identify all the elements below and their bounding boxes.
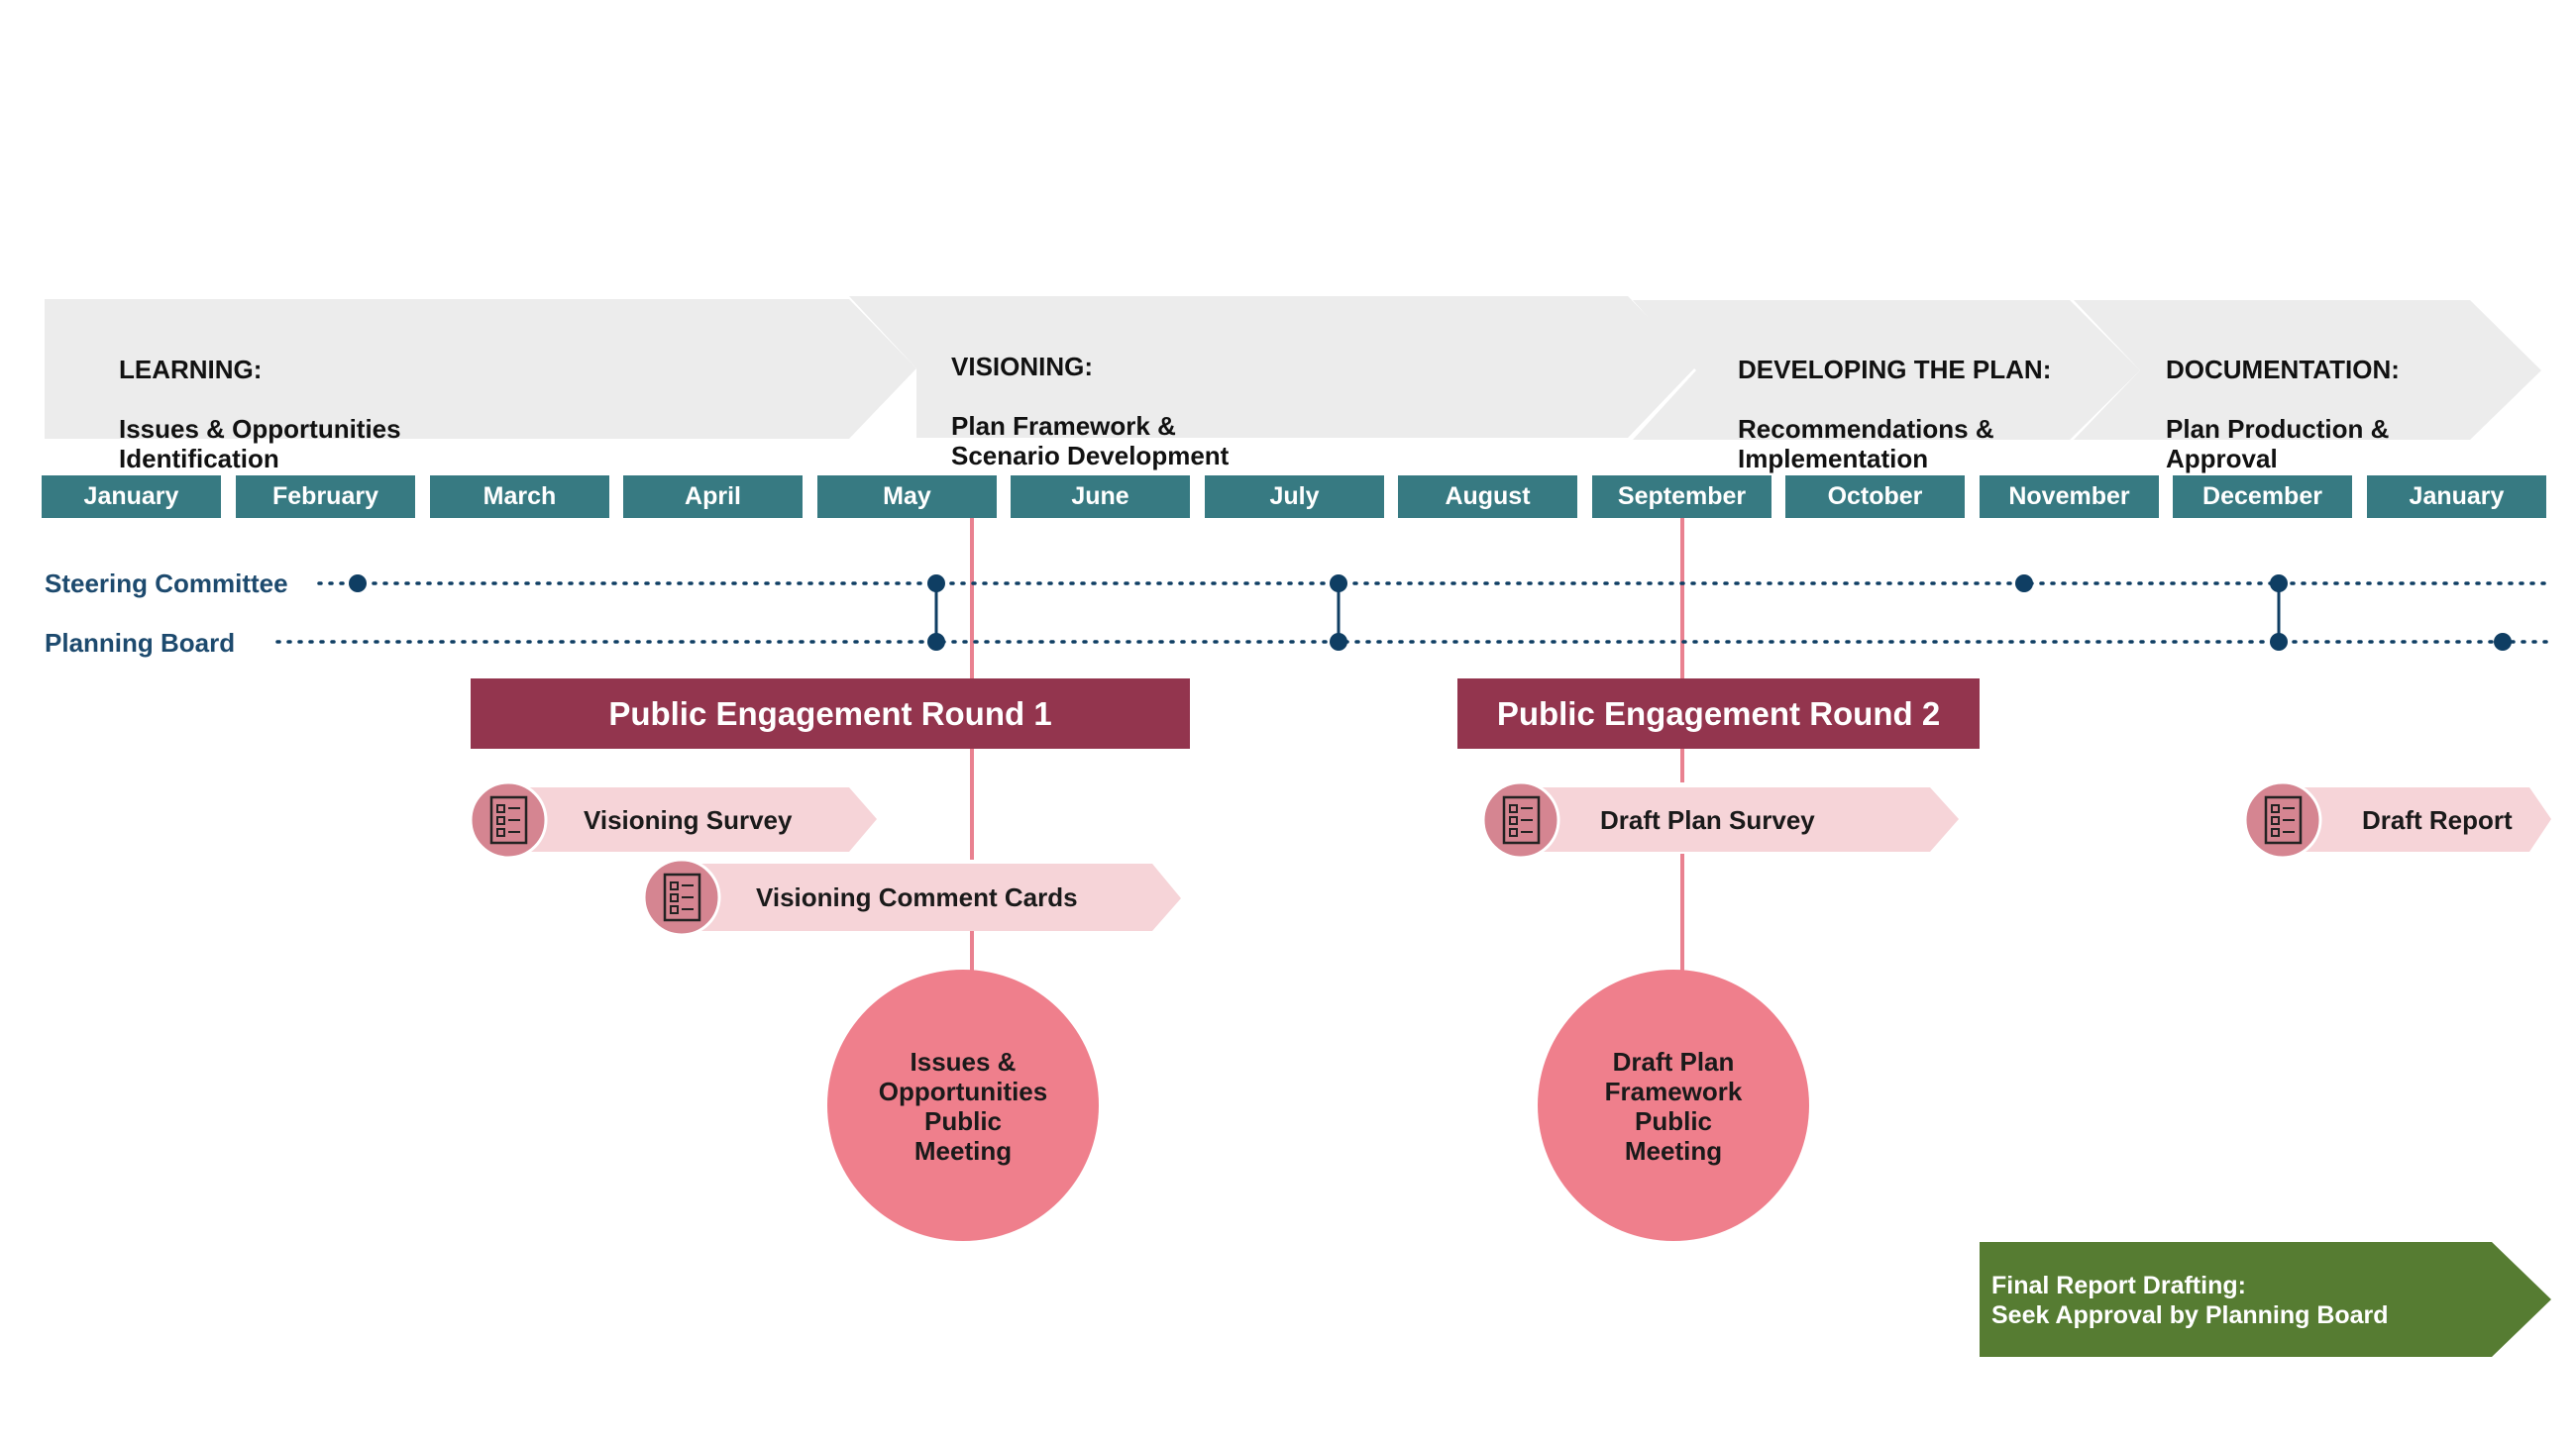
public-meeting-1-label: Issues & Opportunities Public Meeting (878, 1047, 1048, 1166)
draft-report-arrow (2285, 787, 2551, 852)
month-label: February (236, 475, 415, 518)
draft-plan-survey-arrow (1521, 787, 1959, 852)
draft-report-label: Draft Report (2362, 805, 2513, 835)
phase-title: LEARNING: (119, 355, 263, 384)
month-label: October (1785, 475, 1965, 518)
public-meeting-circle (827, 970, 1099, 1241)
visioning-survey-arrow (509, 787, 877, 852)
month-label: January (42, 475, 221, 518)
phase-title: VISIONING: (951, 352, 1094, 381)
month-label: July (1205, 475, 1384, 518)
survey-form-icon (1481, 780, 1560, 860)
phase-documentation: DOCUMENTATION: Plan Production & Approva… (2166, 325, 2400, 503)
month-label: November (1980, 475, 2159, 518)
planning-meeting-dot (2494, 633, 2512, 651)
phase-subtitle: Plan Framework & Scenario Development (951, 411, 1230, 470)
survey-form-icon (642, 858, 721, 937)
month-label: September (1592, 475, 1771, 518)
engagement-round-2-header: Public Engagement Round 2 (1457, 678, 1980, 749)
phase-visioning: VISIONING: Plan Framework & Scenario Dev… (951, 322, 1229, 500)
steering-meeting-dot (2270, 574, 2288, 592)
survey-form-icon (469, 780, 548, 860)
phase-chevron-developing (1633, 300, 2140, 440)
visioning-comment-cards-label: Visioning Comment Cards (756, 882, 1078, 912)
phase-learning: LEARNING: Issues & Opportunities Identif… (119, 325, 401, 503)
planning-meeting-dot (1330, 633, 1347, 651)
month-label: April (623, 475, 803, 518)
phase-developing: DEVELOPING THE PLAN: Recommendations & I… (1738, 325, 2051, 503)
month-label: June (1011, 475, 1190, 518)
phase-subtitle: Issues & Opportunities Identification (119, 414, 401, 473)
public-meeting-circle (1538, 970, 1809, 1241)
steering-meeting-dot (349, 574, 367, 592)
planning-meeting-dot (927, 633, 945, 651)
phase-chevron-visioning (849, 296, 1696, 438)
public-meeting-2-label: Draft Plan Framework Public Meeting (1604, 1047, 1743, 1166)
final-report-label: Final Report Drafting: Seek Approval by … (1991, 1272, 2389, 1329)
month-label: January (2367, 475, 2546, 518)
steering-meeting-dot (927, 574, 945, 592)
survey-form-icon (2243, 780, 2322, 860)
comment-cards-arrow (681, 864, 1181, 931)
row-label-planning-board: Planning Board (45, 628, 236, 658)
draft-plan-survey-label: Draft Plan Survey (1600, 805, 1815, 835)
engagement-round-1-header: Public Engagement Round 1 (471, 678, 1190, 749)
phase-chevron-documentation (2074, 300, 2541, 440)
month-label: May (817, 475, 997, 518)
visioning-survey-label: Visioning Survey (584, 805, 793, 835)
final-report-chevron (1980, 1242, 2551, 1357)
month-label: December (2173, 475, 2352, 518)
phase-subtitle: Recommendations & Implementation (1738, 414, 1994, 473)
phase-title: DEVELOPING THE PLAN: (1738, 355, 2052, 384)
steering-meeting-dot (1330, 574, 1347, 592)
steering-meeting-dot (2015, 574, 2033, 592)
month-label: August (1398, 475, 1577, 518)
phase-chevron-learning (45, 299, 916, 439)
row-label-steering-committee: Steering Committee (45, 569, 288, 598)
planning-meeting-dot (2270, 633, 2288, 651)
month-label: March (430, 475, 609, 518)
phase-title: DOCUMENTATION: (2166, 355, 2400, 384)
phase-subtitle: Plan Production & Approval (2166, 414, 2390, 473)
